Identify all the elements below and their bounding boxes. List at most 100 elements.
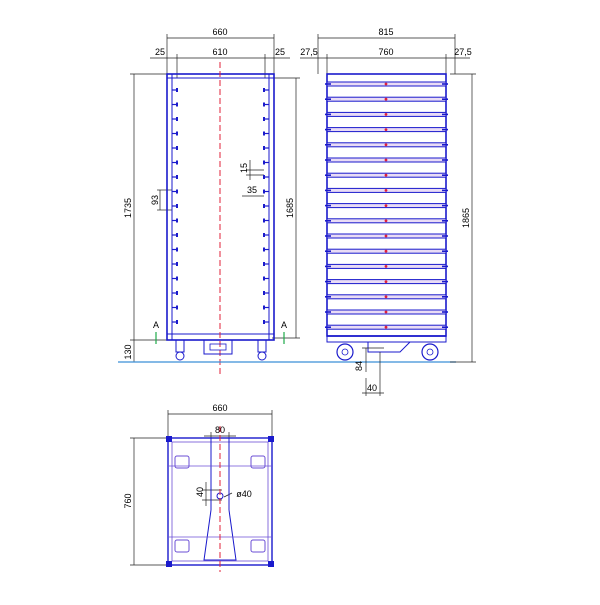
- front-rail-tab: [263, 262, 265, 266]
- front-dimensions-right: 1685: [272, 77, 300, 339]
- front-rail-tab: [176, 218, 178, 223]
- plan-corner-tl: [166, 436, 172, 442]
- side-shelf-center-dot: [384, 265, 388, 268]
- side-end-left-label: 27,5: [300, 47, 318, 57]
- plan-corner-bl: [166, 561, 172, 567]
- plan-corner-br: [268, 561, 274, 567]
- front-rail-tab: [176, 204, 178, 208]
- side-handle-dims: 84 40: [354, 347, 384, 396]
- front-rails: [172, 88, 269, 324]
- side-shelf-center-dot: [384, 204, 388, 208]
- front-side-left-label: 25: [155, 47, 165, 57]
- front-rail-tab: [176, 291, 178, 295]
- side-caster-left: [336, 343, 354, 361]
- front-overall-width-label: 660: [212, 27, 227, 37]
- front-side-right-label: 25: [275, 47, 285, 57]
- front-rail-tab: [263, 146, 265, 150]
- side-caster-right: [421, 343, 439, 361]
- front-rail-tab: [263, 204, 265, 208]
- front-rail-tab: [176, 262, 178, 266]
- front-caster-left: [175, 339, 185, 353]
- section-marker-left: A: [153, 320, 159, 330]
- front-rail-tab: [263, 233, 265, 237]
- plan-view: 660 80 760 40 ø40: [123, 403, 274, 572]
- side-shelf-center-dot: [384, 310, 388, 314]
- section-markers: A A: [153, 320, 287, 344]
- side-base: [326, 335, 447, 361]
- front-rail-tab: [263, 305, 265, 310]
- side-shelf-center-dot: [384, 325, 388, 329]
- front-rail-tab: [176, 117, 178, 121]
- front-rail-tab: [263, 189, 265, 194]
- side-handle-height-label: 84: [354, 361, 364, 371]
- front-rail-tab: [176, 131, 178, 136]
- side-shelf-center-dot: [384, 82, 388, 86]
- front-dimensions-left: 1735 130 93: [123, 73, 172, 363]
- front-rail-tab: [176, 88, 178, 92]
- front-rail-tab: [176, 320, 178, 324]
- front-slot-depth-label: 35: [247, 185, 257, 195]
- front-rail-tab: [263, 247, 265, 252]
- front-view: 660 25 610 25 1735 130 93: [123, 27, 300, 374]
- front-rail-tab: [176, 175, 178, 179]
- side-shelf-center-dot: [384, 97, 388, 101]
- front-rail-tab: [176, 233, 178, 237]
- front-rail-tab: [263, 102, 265, 107]
- front-overall-height-label: 1735: [123, 198, 133, 218]
- plan-corner-tr: [268, 436, 274, 442]
- side-end-right-label: 27,5: [454, 47, 472, 57]
- plan-offset-label: 40: [195, 487, 205, 497]
- side-overall-width-label: 815: [378, 27, 393, 37]
- side-dimensions-right: 1865: [450, 73, 476, 363]
- front-rail-tab: [176, 146, 178, 150]
- front-inner-width-label: 610: [212, 47, 227, 57]
- front-rail-tab: [263, 291, 265, 295]
- front-rail-tab: [176, 189, 178, 194]
- side-shelf-center-dot: [384, 158, 388, 162]
- side-shelf-center-dot: [384, 113, 388, 116]
- side-handle-width-label: 40: [367, 383, 377, 393]
- side-shelf-center-dot: [384, 143, 388, 147]
- front-pitch-label: 93: [150, 195, 160, 205]
- plan-hole-label: ø40: [236, 489, 252, 499]
- front-rail-tab: [263, 88, 265, 92]
- plan-width-label: 660: [212, 403, 227, 413]
- side-view: 815 27,5 760 27,5 1865: [300, 27, 476, 396]
- front-caster-right: [257, 339, 267, 353]
- front-rail-tab: [263, 320, 265, 324]
- side-shelf-center-dot: [384, 128, 388, 132]
- front-rail-tab: [263, 160, 265, 165]
- side-inner-width-label: 760: [378, 47, 393, 57]
- front-ground-clearance-label: 130: [123, 344, 133, 359]
- front-base: [175, 339, 267, 361]
- front-rail-tab: [176, 160, 178, 165]
- plan-wheel-br: [250, 539, 266, 553]
- section-marker-right: A: [281, 320, 287, 330]
- side-shelf-center-dot: [384, 249, 388, 253]
- front-rail-tab: [263, 218, 265, 223]
- side-shelf-center-dot: [384, 173, 388, 177]
- plan-wheel-bl: [174, 539, 190, 553]
- front-rail-tab: [263, 117, 265, 121]
- front-rail-tab: [176, 305, 178, 310]
- side-overall-height-label: 1865: [461, 208, 471, 228]
- side-shelf-center-dot: [384, 189, 388, 192]
- plan-depth-label: 760: [123, 493, 133, 508]
- front-rail-tab: [263, 276, 265, 281]
- front-slot-height-label: 15: [239, 163, 249, 173]
- front-slot-detail: 15 35: [239, 160, 264, 197]
- side-shelf-center-dot: [384, 280, 388, 283]
- front-rail-tab: [263, 175, 265, 179]
- side-shelf-center-dot: [384, 295, 388, 299]
- plan-dimensions: 660 80 760 40 ø40: [123, 403, 273, 566]
- front-rail-tab: [176, 247, 178, 252]
- plan-wheel-tl: [174, 455, 190, 469]
- front-rail-tab: [176, 102, 178, 107]
- front-dimensions-top: 660 25 610 25: [150, 27, 290, 78]
- front-inner-height-label: 1685: [285, 198, 295, 218]
- side-shelf-center-dot: [384, 234, 388, 238]
- side-shelf-center-dot: [384, 219, 388, 223]
- front-rail-tab: [176, 276, 178, 281]
- front-rail-tab: [263, 131, 265, 136]
